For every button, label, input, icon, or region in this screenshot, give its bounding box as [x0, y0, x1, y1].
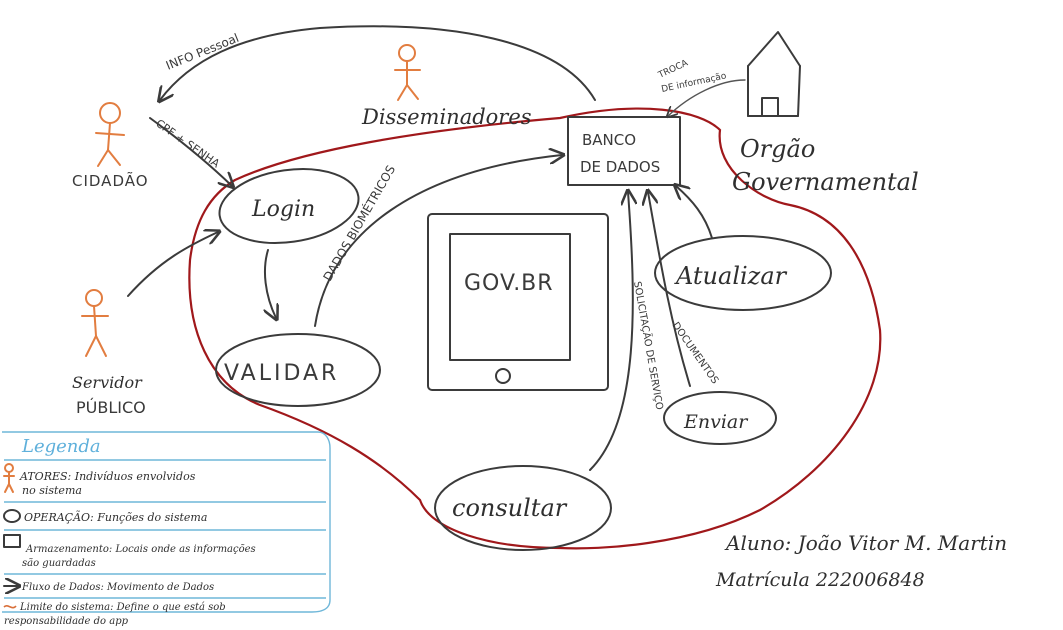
legend-item-flow: Fluxo de Dados: Movimento de Dados — [3, 582, 214, 593]
datastore-banco-de-dados: BANCO DE DADOS — [567, 116, 681, 186]
datastore-box — [567, 116, 681, 186]
red-line-icon — [3, 605, 17, 609]
person-icon — [394, 44, 421, 101]
legend-item-operation: OPERAÇÃO: Funções do sistema — [3, 509, 207, 524]
flow-label-info-pessoal: INFO Pessoal — [164, 31, 241, 73]
legend-item-actors: ATORES: Indivíduos envolvidos no sistema — [3, 463, 196, 497]
flow-info-pessoal: INFO Pessoal — [160, 25, 596, 100]
home-button-icon — [495, 368, 511, 384]
actor-label-publico: PÚBLICO — [76, 398, 146, 417]
operation-label-login: Login — [251, 197, 315, 222]
legend-item-limit: Limite do sistema: Define o que está sob… — [3, 602, 226, 627]
actor-label-disseminadores: Disseminadores — [361, 105, 532, 129]
legend-item-storage: Armazenamento: Locais onde as informaçõe… — [3, 534, 256, 569]
actor-label-servidor: Servidor — [72, 373, 143, 392]
legend-title: Legenda — [21, 436, 101, 457]
operation-validar: VALIDAR — [215, 333, 381, 407]
operation-enviar: Enviar — [663, 391, 777, 445]
flow-label-dados-biometricos: DADOS BIOMÉTRICOS — [320, 162, 399, 283]
legend-border — [2, 431, 331, 613]
box-icon — [3, 534, 21, 548]
actor-cidadao: CIDADÃO — [72, 102, 149, 190]
legend-limit-line1: Limite do sistema: Define o que está sob — [19, 602, 226, 613]
legend-operation: OPERAÇÃO: Funções do sistema — [24, 510, 207, 524]
flow-troca-informacao: TROCA DE informação — [656, 58, 746, 116]
student-name: Aluno: João Vitor M. Martin — [724, 531, 1007, 555]
actor-disseminadores: Disseminadores — [361, 44, 532, 129]
house-icon — [747, 31, 801, 117]
device-body — [427, 213, 609, 391]
operation-login: Login — [218, 168, 360, 244]
operation-label-validar: VALIDAR — [224, 361, 339, 386]
device-screen — [449, 233, 571, 361]
datastore-label-line2: DE DADOS — [580, 158, 660, 176]
external-entity-orgao: Orgão Governamental — [732, 31, 919, 196]
flow-servidor-login — [127, 232, 218, 297]
flow-label-documentos: DOCUMENTOS — [670, 320, 721, 386]
legend-storage-line2: são guardadas — [22, 558, 96, 569]
legend: Legenda ATORES: Indivíduos envolvidos no… — [2, 431, 331, 627]
operation-label-atualizar: Atualizar — [674, 262, 788, 290]
legend-storage-line1: Armazenamento: Locais onde as informaçõe… — [25, 544, 256, 555]
operation-atualizar: Atualizar — [654, 235, 832, 311]
flow-cpf-senha: CPF + SENHA — [149, 117, 232, 186]
legend-flow: Fluxo de Dados: Movimento de Dados — [21, 582, 214, 593]
device-gov-br: GOV.BR — [427, 213, 609, 391]
student-matricula: Matrícula 222006848 — [715, 569, 925, 591]
flow-label-troca-1: TROCA — [656, 58, 690, 81]
actor-servidor-publico: Servidor PÚBLICO — [72, 289, 146, 417]
legend-actors-line1: ATORES: Indivíduos envolvidos — [19, 470, 196, 483]
operation-label-enviar: Enviar — [683, 411, 749, 433]
person-icon — [3, 463, 15, 493]
flow-login-validar — [265, 249, 276, 318]
operation-consultar: consultar — [434, 465, 612, 551]
ellipse-icon — [3, 509, 21, 523]
flow-label-cpf-senha: CPF + SENHA — [153, 117, 222, 171]
flow-dados-biometricos: DADOS BIOMÉTRICOS — [314, 155, 562, 327]
person-icon — [81, 289, 109, 357]
flow-label-solicitacao: SOLICITAÇÃO DE SERVIÇO — [631, 280, 666, 411]
system-boundary — [188, 107, 882, 550]
legend-limit-line2: responsabilidade do app — [4, 616, 129, 627]
orgao-label-line2: Governamental — [732, 168, 919, 196]
flow-atualizar-banco — [676, 186, 713, 239]
orgao-label-line1: Orgão — [740, 135, 815, 163]
device-label: GOV.BR — [464, 271, 554, 296]
legend-actors-line2: no sistema — [22, 484, 82, 497]
operation-label-consultar: consultar — [452, 494, 568, 522]
person-icon — [95, 102, 125, 167]
datastore-label-line1: BANCO — [582, 131, 636, 149]
actor-label-cidadao: CIDADÃO — [72, 171, 149, 190]
